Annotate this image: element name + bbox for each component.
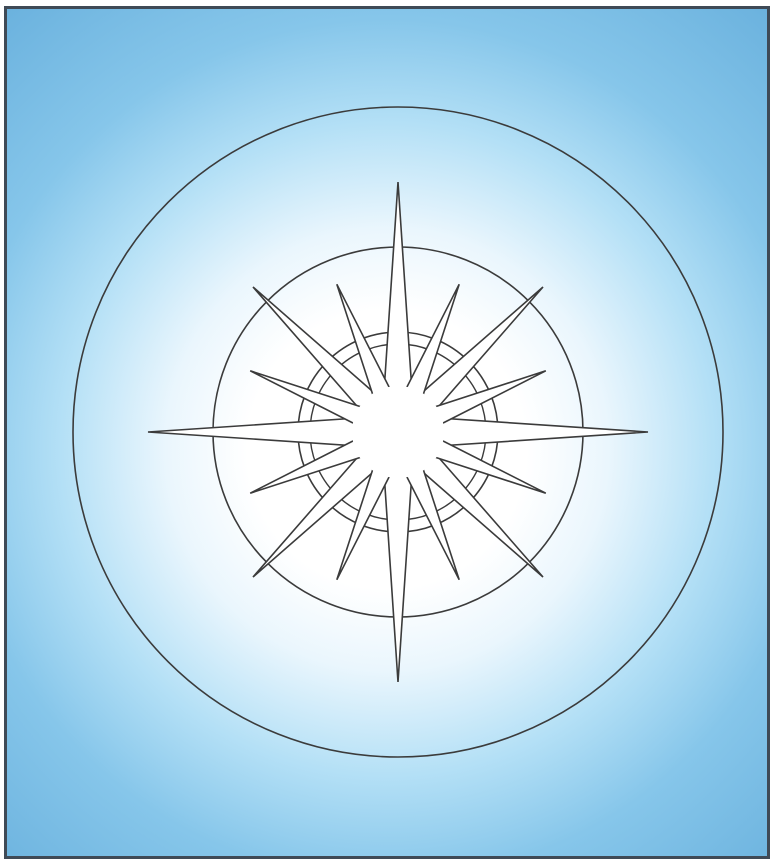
star-point-south	[384, 472, 412, 682]
star-center	[352, 386, 444, 478]
star-point-north	[384, 182, 412, 392]
compass-rose-figure	[4, 6, 770, 859]
star-point-east	[438, 418, 648, 446]
figure-frame	[4, 6, 770, 859]
star-point-west	[148, 418, 358, 446]
